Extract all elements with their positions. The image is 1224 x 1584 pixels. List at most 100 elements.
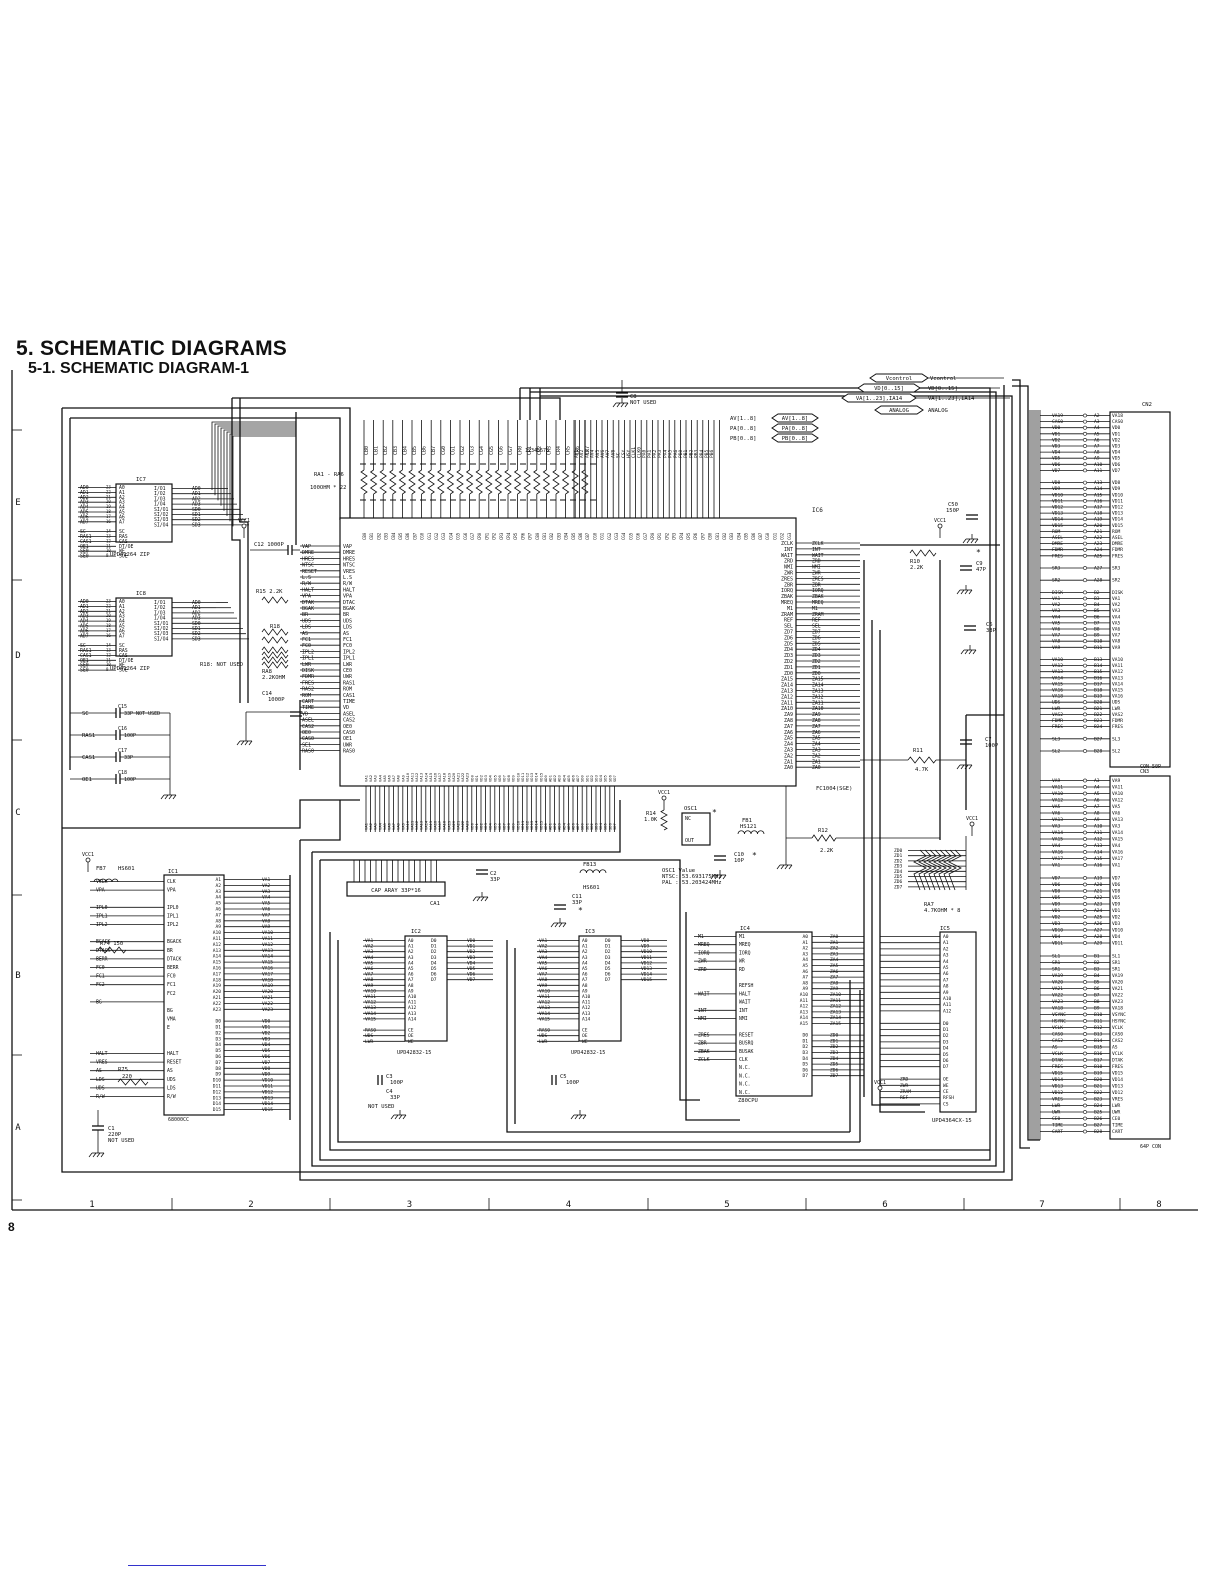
ic3-part: UPD42832-15 (571, 1050, 605, 1056)
top-signal-label: CG5 (489, 446, 495, 455)
resistor-symbol (427, 469, 435, 495)
ic1-pin-label: CLK (167, 879, 176, 885)
top-signal-label: PA5 (668, 449, 674, 458)
ic6-net-label: NTSC (302, 563, 314, 569)
ic6-net-label: AD3 (557, 823, 562, 830)
ic4-net-label: INT (698, 1008, 707, 1014)
cn3-pin-number: A19 (1094, 876, 1103, 882)
ic2-net-label: VA5 (365, 960, 374, 966)
cn2-pin-name: VA13 (1112, 675, 1123, 681)
ic4-pin-label: RD (739, 967, 745, 973)
ic1-pin-label: LDS (167, 1085, 176, 1091)
ic8-pin-label: WE (119, 663, 125, 669)
ic7-net-label: AD2 (80, 495, 89, 501)
ic3-net-label: VD10 (641, 949, 652, 955)
ic6-net-label: ZRD (812, 559, 821, 565)
cn3-pin-name: VA15 (1112, 837, 1123, 843)
ic8-net-label: SC (80, 643, 86, 649)
cn2-pin-name: VD4 (1112, 450, 1121, 456)
ic6-pin-label: ZA4 (784, 742, 793, 748)
ic7-net-label: SD1 (192, 512, 201, 518)
ic7-pin-number: 13 (106, 534, 111, 539)
cn3-pin-dot (1083, 1071, 1087, 1075)
r15-label: R15 2.2K (256, 589, 283, 595)
cn3-pin-dot (1083, 993, 1087, 997)
ruler-row-label: A (15, 1123, 21, 1133)
ic5-pin-label: RFSH (943, 1095, 954, 1101)
cn3-net-label: UWR (1052, 1110, 1061, 1116)
ic4-ref: IC4 (740, 926, 751, 932)
vcc-symbol (661, 795, 667, 801)
ic8-pin-number: 21 (106, 608, 111, 613)
cn2-pin-number: B20 (1094, 700, 1103, 706)
resistor-symbol (513, 469, 522, 495)
bus-tag-vcontrol (869, 373, 929, 383)
wire (299, 395, 1013, 1181)
ic4-net-label: ZCLK (698, 1057, 710, 1063)
ground-symbol (100, 1152, 105, 1158)
ic2-chip-body (404, 935, 448, 1042)
ic2-pin-label: A1 (408, 944, 414, 950)
top-signal-label: PB6 (709, 449, 715, 458)
ic1-net-label: VD9 (262, 1072, 271, 1078)
ic6-net-label: ZA13 (812, 689, 824, 695)
ic6-net-label: OE0 (302, 730, 311, 736)
osc-value-ntsc: NTSC: 53.693175MHz (662, 874, 722, 880)
ic6-net-label: ZWR (812, 571, 821, 577)
ic7-net-label: AD6 (80, 514, 89, 520)
ic5-net-label: ZWR (900, 1083, 909, 1089)
ruler-column-label: 3 (407, 1200, 412, 1210)
ic8-pin-label: RAS (119, 648, 128, 654)
wiring (61, 377, 1110, 1181)
ic3-net-label: VD14 (641, 972, 652, 978)
cn3-pin-dot (1083, 863, 1087, 867)
cn2-pin-number: A7 (1094, 444, 1100, 450)
ic6-net-label: ZA9 (812, 712, 821, 718)
top-signal-label: PB0 (678, 449, 684, 458)
cn3-net-label: VA14 (1052, 830, 1063, 836)
ic6-pin-label: ZD6 (784, 635, 793, 641)
ic6-net-label: VPA (302, 594, 311, 600)
c1-label: C1 (108, 1126, 115, 1132)
cn3-net-label: VA23 (1052, 999, 1063, 1005)
ic6-pin-label: ZA14 (781, 683, 793, 689)
ic6-pin-label: VA2 (368, 775, 373, 782)
cn2-pin-dot (1083, 633, 1087, 638)
cn3-pin-name: VD8 (1112, 889, 1121, 895)
ground-symbol (398, 1114, 403, 1120)
ic4-pin-label: A3 (802, 951, 808, 957)
ic1-net-label: BG (96, 999, 102, 1005)
ic8-net-label: AD3 (192, 616, 201, 622)
ic1-pin-label: D8 (215, 1066, 221, 1072)
ic7-pin-label: WE (119, 549, 125, 555)
cn2-pin-dot (1083, 425, 1087, 430)
cn2-pin-name: SL3 (1112, 736, 1121, 742)
ic7-net-label: AD0 (80, 485, 89, 491)
cn2-pin-name: SR2 (1112, 578, 1121, 584)
c6-label: C6 (986, 622, 993, 628)
top-signal-label: CB6 (422, 446, 428, 455)
cn2-net-label: SR3 (1052, 566, 1061, 572)
cn2-pin-number: A16 (1094, 498, 1103, 504)
ic6-net-label: VAP (302, 544, 311, 550)
ic4-net-label: M1 (698, 934, 704, 940)
ic1-net-label: VA22 (262, 1001, 273, 1007)
top-signal-label: PB4 (699, 449, 705, 458)
wire (223, 429, 296, 511)
ca1-ref: CA1 (430, 901, 440, 907)
ic6-pin-label: CR7 (528, 532, 533, 540)
ic7-pin-label: A3 (119, 500, 125, 506)
ground-symbol (96, 1152, 101, 1158)
top-signal-label: PB3 (694, 449, 700, 458)
ic6-pin-label: BGAK (343, 606, 355, 612)
ic1-net-label: VA15 (262, 960, 273, 966)
ic4-net-label: ZA0 (830, 934, 839, 940)
cn3-pin-dot (1083, 889, 1087, 893)
resistor-symbol (261, 596, 289, 604)
ic8-net-label: AD2 (192, 610, 201, 616)
ic1-net-label: VD0 (262, 1019, 271, 1025)
wire (62, 799, 360, 829)
vcc-label: VCC1 (966, 816, 978, 822)
cn2-pin-name: VD6 (1112, 462, 1121, 468)
